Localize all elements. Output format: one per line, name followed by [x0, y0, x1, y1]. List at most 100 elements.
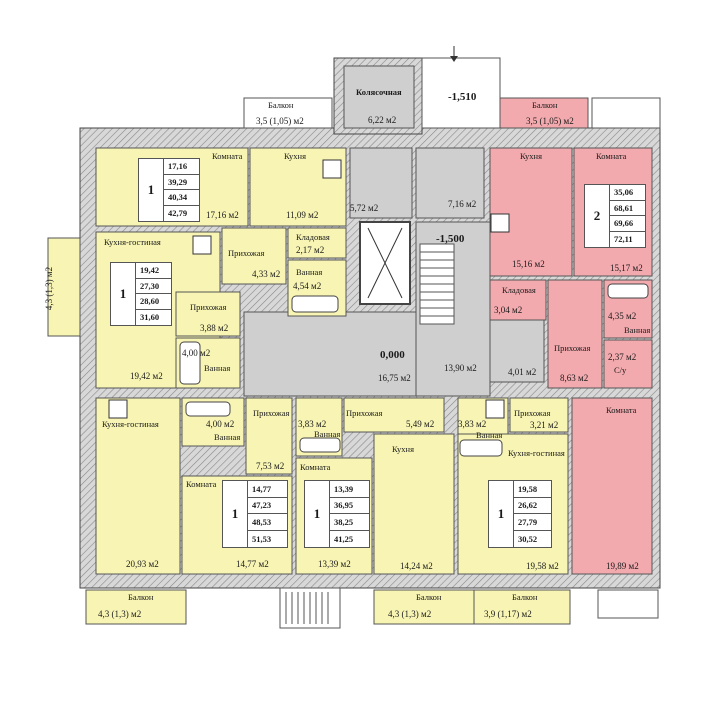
a2-room-label: Комната: [596, 151, 627, 161]
balcony-bottom-3-label: Балкон: [512, 592, 538, 602]
a4-kitchen-label: Кухня-гостиная: [102, 419, 159, 429]
elevation-lower-landing: -1,500: [436, 233, 465, 245]
balcony-top-left: [243, 97, 333, 129]
apartment-summary-1: 1 17,16 39,29 40,34 42,79: [138, 158, 200, 222]
a2-kitchen-area: 15,16 м2: [512, 259, 545, 269]
a3-bath-label: Ванная: [204, 363, 231, 373]
balcony-bottom-2: [373, 589, 475, 625]
a6-hall-area: 3,21 м2: [530, 420, 559, 430]
hall-1-area: 5,72 м2: [350, 203, 379, 213]
a7-room: [571, 397, 653, 575]
a3-bath-area: 4,00 м2: [182, 348, 211, 358]
elevation-ground: 0,000: [380, 349, 405, 361]
total-area-balcony: 28,60: [136, 294, 171, 310]
a4-room-area: 14,77 м2: [236, 559, 269, 569]
stroller-room-area: 6,22 м2: [368, 115, 397, 125]
a4-hall-label: Прихожая: [253, 408, 290, 418]
a1-pantry-label: Кладовая: [296, 232, 330, 242]
a2-wc-area: 2,37 м2: [608, 352, 637, 362]
stroller-room: [343, 65, 415, 129]
room-count: 1: [313, 506, 321, 521]
a2-bath-label: Ванная: [624, 325, 651, 335]
a1-bath-area: 4,54 м2: [293, 281, 322, 291]
a2-wc: [603, 339, 653, 389]
elevator-shaft: [359, 221, 411, 305]
a1-room-label: Комната: [212, 151, 243, 161]
total-area-full: 41,25: [334, 533, 354, 544]
a5-room-label: Комната: [300, 462, 331, 472]
a4-kitchen: [95, 397, 181, 575]
a2-kitchen-label: Кухня: [520, 151, 542, 161]
total-area: 39,29: [164, 175, 199, 190]
room-count: 1: [119, 286, 127, 301]
a4-bath-label: Ванная: [214, 432, 241, 442]
total-area-full: 30,52: [518, 533, 538, 544]
a3-hall: [175, 291, 241, 337]
total-area-full: 31,60: [140, 312, 160, 323]
common-hall-1: [349, 147, 413, 219]
total-area-balcony: 27,79: [514, 514, 551, 531]
total-area: 26,62: [514, 498, 551, 514]
staircase: [419, 243, 455, 325]
a3-hall-area: 3,88 м2: [200, 323, 229, 333]
top-entrance: [421, 57, 501, 129]
total-area: 68,61: [610, 201, 645, 216]
apartment-summary-4: 1 14,77 47,23 48,53 51,53: [222, 480, 288, 548]
a6-kitchen-label: Кухня-гостиная: [508, 448, 565, 458]
a1-bath-label: Ванная: [296, 267, 323, 277]
a4-hall-area: 7,53 м2: [256, 461, 285, 471]
living-area: 35,06: [610, 185, 645, 201]
balcony-top-right-ext: [591, 97, 661, 129]
total-area: 27,30: [136, 279, 171, 294]
a6-bath-label: Ванная: [476, 430, 503, 440]
a6-bath-area: 3,83 м2: [458, 419, 487, 429]
balcony-left-area: 4,3 (1,3) м2: [44, 266, 55, 311]
a5-hall: [343, 397, 445, 433]
a5-bath-area: 3,83 м2: [298, 419, 327, 429]
a2-pantry-area: 3,04 м2: [494, 305, 523, 315]
balcony-top-right-area: 3,5 (1,05) м2: [526, 116, 574, 126]
living-area: 13,39: [330, 481, 369, 498]
balcony-bottom-1-label: Балкон: [128, 592, 154, 602]
a2-hall: [547, 279, 603, 389]
total-area: 36,95: [330, 498, 369, 514]
bathtubs: [179, 283, 649, 457]
a5-hall-area: 5,49 м2: [406, 419, 435, 429]
balcony-left: [47, 237, 81, 337]
balcony-top-right-label: Балкон: [532, 100, 558, 110]
total-area-balcony: 48,53: [248, 514, 287, 531]
a5-kitchen-area: 14,24 м2: [400, 561, 433, 571]
balcony-top-left-area: 3,5 (1,05) м2: [256, 116, 304, 126]
living-area: 17,16: [164, 159, 199, 175]
living-area: 19,42: [136, 263, 171, 279]
stroller-room-label: Колясочная: [356, 87, 402, 97]
balcony-bottom-1: [85, 589, 187, 625]
a4-bath-area: 4,00 м2: [206, 419, 235, 429]
a1-room-area: 17,16 м2: [206, 210, 239, 220]
a1-kitchen-area: 11,09 м2: [286, 210, 319, 220]
a5-hall-label: Прихожая: [346, 408, 383, 418]
a1-pantry: [287, 227, 347, 259]
a2-hall-label: Прихожая: [554, 343, 591, 353]
balcony-bottom-2-area: 4,3 (1,3) м2: [388, 609, 432, 619]
a3-kitchen-label: Кухня-гостиная: [104, 237, 161, 247]
a2-pantry-label: Кладовая: [502, 285, 536, 295]
a6-kitchen-area: 19,58 м2: [526, 561, 559, 571]
room-count: 1: [231, 506, 239, 521]
apartment-summary-5: 1 13,39 36,95 38,25 41,25: [304, 480, 370, 548]
balcony-top-right: [499, 97, 589, 129]
balcony-bottom-2-label: Балкон: [416, 592, 442, 602]
a2-room-area: 15,17 м2: [610, 263, 643, 273]
a7-room-label: Комната: [606, 405, 637, 415]
hall-2-area: 7,16 м2: [448, 199, 477, 209]
a6-hall: [509, 397, 569, 433]
a1-hall-area: 4,33 м2: [252, 269, 281, 279]
total-area-full: 42,79: [168, 208, 188, 219]
balcony-bottom-4: [597, 589, 659, 619]
total-area-full: 72,11: [614, 234, 633, 245]
a6-hall-label: Прихожая: [514, 408, 551, 418]
hall-3-area: 13,90 м2: [444, 363, 477, 373]
a2-kitchen: [489, 147, 573, 277]
